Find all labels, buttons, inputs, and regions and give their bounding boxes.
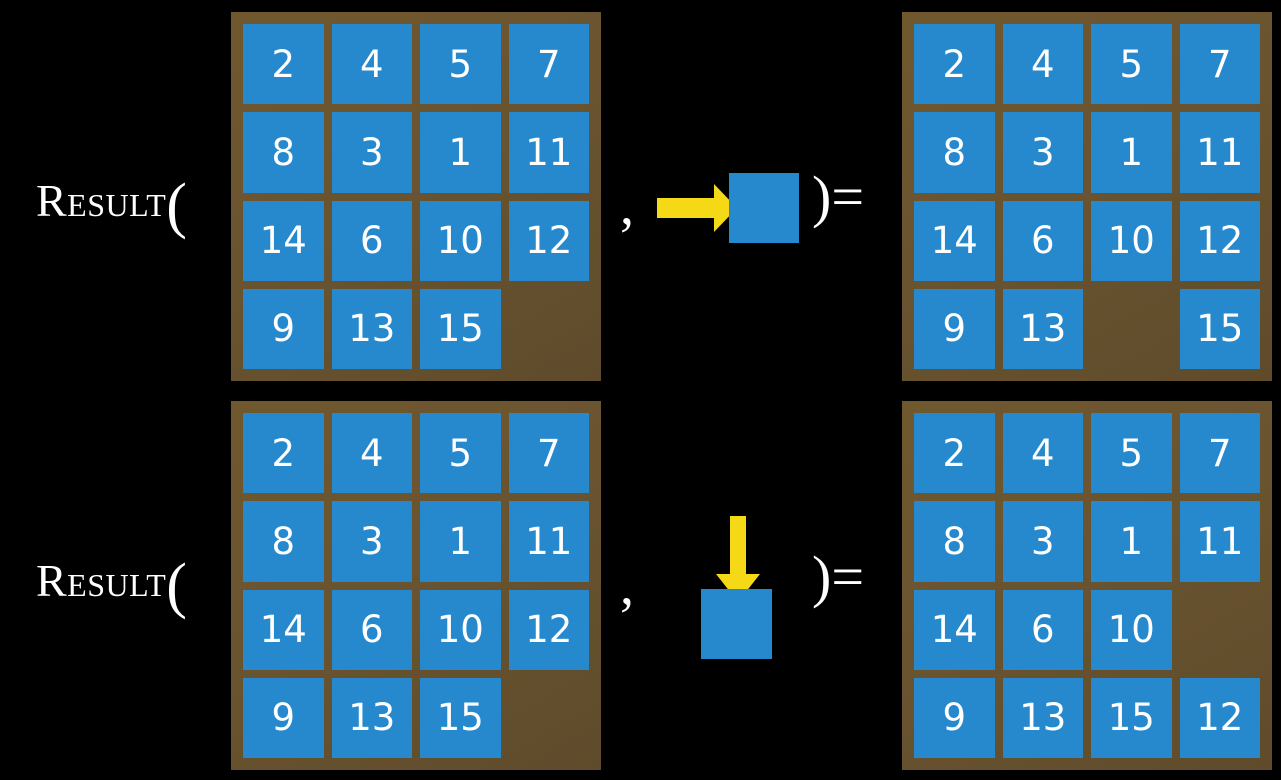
tile[interactable]: 12	[1179, 200, 1260, 281]
output-board-top: 2 4 5 7 8 3 1 11 14 6 10 12 9 13 15	[902, 12, 1272, 381]
tile[interactable]: 11	[508, 501, 589, 582]
tile[interactable]: 14	[914, 589, 995, 670]
argument-separator-bottom: ,	[620, 555, 634, 617]
open-paren-bottom: (	[166, 552, 188, 620]
tile[interactable]: 9	[243, 677, 324, 758]
tile[interactable]: 12	[508, 589, 589, 670]
tile[interactable]: 8	[243, 501, 324, 582]
tile[interactable]: 5	[420, 24, 501, 105]
tile[interactable]: 13	[1002, 288, 1083, 369]
tile[interactable]: 9	[914, 288, 995, 369]
tile[interactable]: 8	[914, 112, 995, 193]
result-function-label-top: Result(	[36, 175, 187, 237]
tile[interactable]: 10	[420, 200, 501, 281]
blank-tile[interactable]	[1091, 289, 1172, 369]
tile[interactable]: 5	[1091, 413, 1172, 494]
tile[interactable]: 15	[1091, 677, 1172, 758]
tile[interactable]: 11	[1179, 112, 1260, 193]
tile[interactable]: 10	[1091, 200, 1172, 281]
tile[interactable]: 9	[914, 677, 995, 758]
tile[interactable]: 14	[243, 200, 324, 281]
tile[interactable]: 14	[243, 589, 324, 670]
tile[interactable]: 1	[1091, 501, 1172, 582]
tile[interactable]: 4	[1002, 24, 1083, 105]
tile[interactable]: 3	[1002, 501, 1083, 582]
tile[interactable]: 4	[1002, 413, 1083, 494]
result-function-label-bottom: Result(	[36, 555, 187, 617]
puzzle-grid-bottom-output: 2 4 5 7 8 3 1 11 14 6 10 9 13 15 12	[914, 413, 1260, 758]
tile[interactable]: 4	[331, 24, 412, 105]
tile[interactable]: 13	[331, 677, 412, 758]
tile[interactable]: 7	[1179, 413, 1260, 494]
tile[interactable]: 1	[1091, 112, 1172, 193]
tile[interactable]: 7	[508, 24, 589, 105]
arrow-down-icon	[716, 516, 760, 602]
tile[interactable]: 12	[508, 200, 589, 281]
tile[interactable]: 12	[1179, 677, 1260, 758]
tile[interactable]: 1	[420, 112, 501, 193]
tile[interactable]: 13	[1002, 677, 1083, 758]
tile[interactable]: 5	[1091, 24, 1172, 105]
tile[interactable]: 13	[331, 288, 412, 369]
blank-tile[interactable]	[1180, 590, 1261, 670]
tile[interactable]: 2	[914, 413, 995, 494]
tile[interactable]: 8	[914, 501, 995, 582]
tile[interactable]: 7	[1179, 24, 1260, 105]
input-board-top: 2 4 5 7 8 3 1 11 14 6 10 12 9 13 15	[231, 12, 601, 381]
close-paren-bottom: )	[812, 544, 832, 609]
close-paren-top: )	[812, 164, 832, 229]
tile[interactable]: 3	[1002, 112, 1083, 193]
tile[interactable]: 6	[331, 589, 412, 670]
equals-sign-bottom: =	[831, 544, 865, 609]
tile[interactable]: 10	[420, 589, 501, 670]
argument-separator-top: ,	[620, 175, 634, 237]
tile[interactable]: 11	[1179, 501, 1260, 582]
puzzle-grid-top-output: 2 4 5 7 8 3 1 11 14 6 10 12 9 13 15	[914, 24, 1260, 369]
tile[interactable]: 2	[243, 24, 324, 105]
puzzle-grid-bottom-input: 2 4 5 7 8 3 1 11 14 6 10 12 9 13 15	[243, 413, 589, 758]
result-word-text: Result	[36, 175, 167, 226]
tile[interactable]: 4	[331, 413, 412, 494]
tile[interactable]: 3	[331, 112, 412, 193]
result-word-text: Result	[36, 555, 167, 606]
tile[interactable]: 2	[243, 413, 324, 494]
tile[interactable]: 3	[331, 501, 412, 582]
close-paren-equals-bottom: )=	[812, 548, 864, 606]
tile[interactable]: 10	[1091, 589, 1172, 670]
puzzle-grid-top-input: 2 4 5 7 8 3 1 11 14 6 10 12 9 13 15	[243, 24, 589, 369]
tile[interactable]: 7	[508, 413, 589, 494]
tile[interactable]: 6	[1002, 589, 1083, 670]
input-board-bottom: 2 4 5 7 8 3 1 11 14 6 10 12 9 13 15	[231, 401, 601, 770]
tile[interactable]: 6	[331, 200, 412, 281]
tile[interactable]: 5	[420, 413, 501, 494]
output-board-bottom: 2 4 5 7 8 3 1 11 14 6 10 9 13 15 12	[902, 401, 1272, 770]
equals-sign-top: =	[831, 164, 865, 229]
tile[interactable]: 15	[420, 677, 501, 758]
tile[interactable]: 2	[914, 24, 995, 105]
tile[interactable]: 15	[1179, 288, 1260, 369]
close-paren-equals-top: )=	[812, 168, 864, 226]
blank-tile[interactable]	[509, 678, 590, 758]
tile[interactable]: 11	[508, 112, 589, 193]
operand-tile-top[interactable]	[729, 173, 799, 243]
blank-tile[interactable]	[509, 289, 590, 369]
arrow-right-icon	[657, 184, 737, 232]
open-paren-top: (	[166, 172, 188, 240]
operand-tile-bottom[interactable]	[701, 589, 772, 659]
tile[interactable]: 14	[914, 200, 995, 281]
tile[interactable]: 1	[420, 501, 501, 582]
tile[interactable]: 9	[243, 288, 324, 369]
tile[interactable]: 15	[420, 288, 501, 369]
tile[interactable]: 6	[1002, 200, 1083, 281]
tile[interactable]: 8	[243, 112, 324, 193]
